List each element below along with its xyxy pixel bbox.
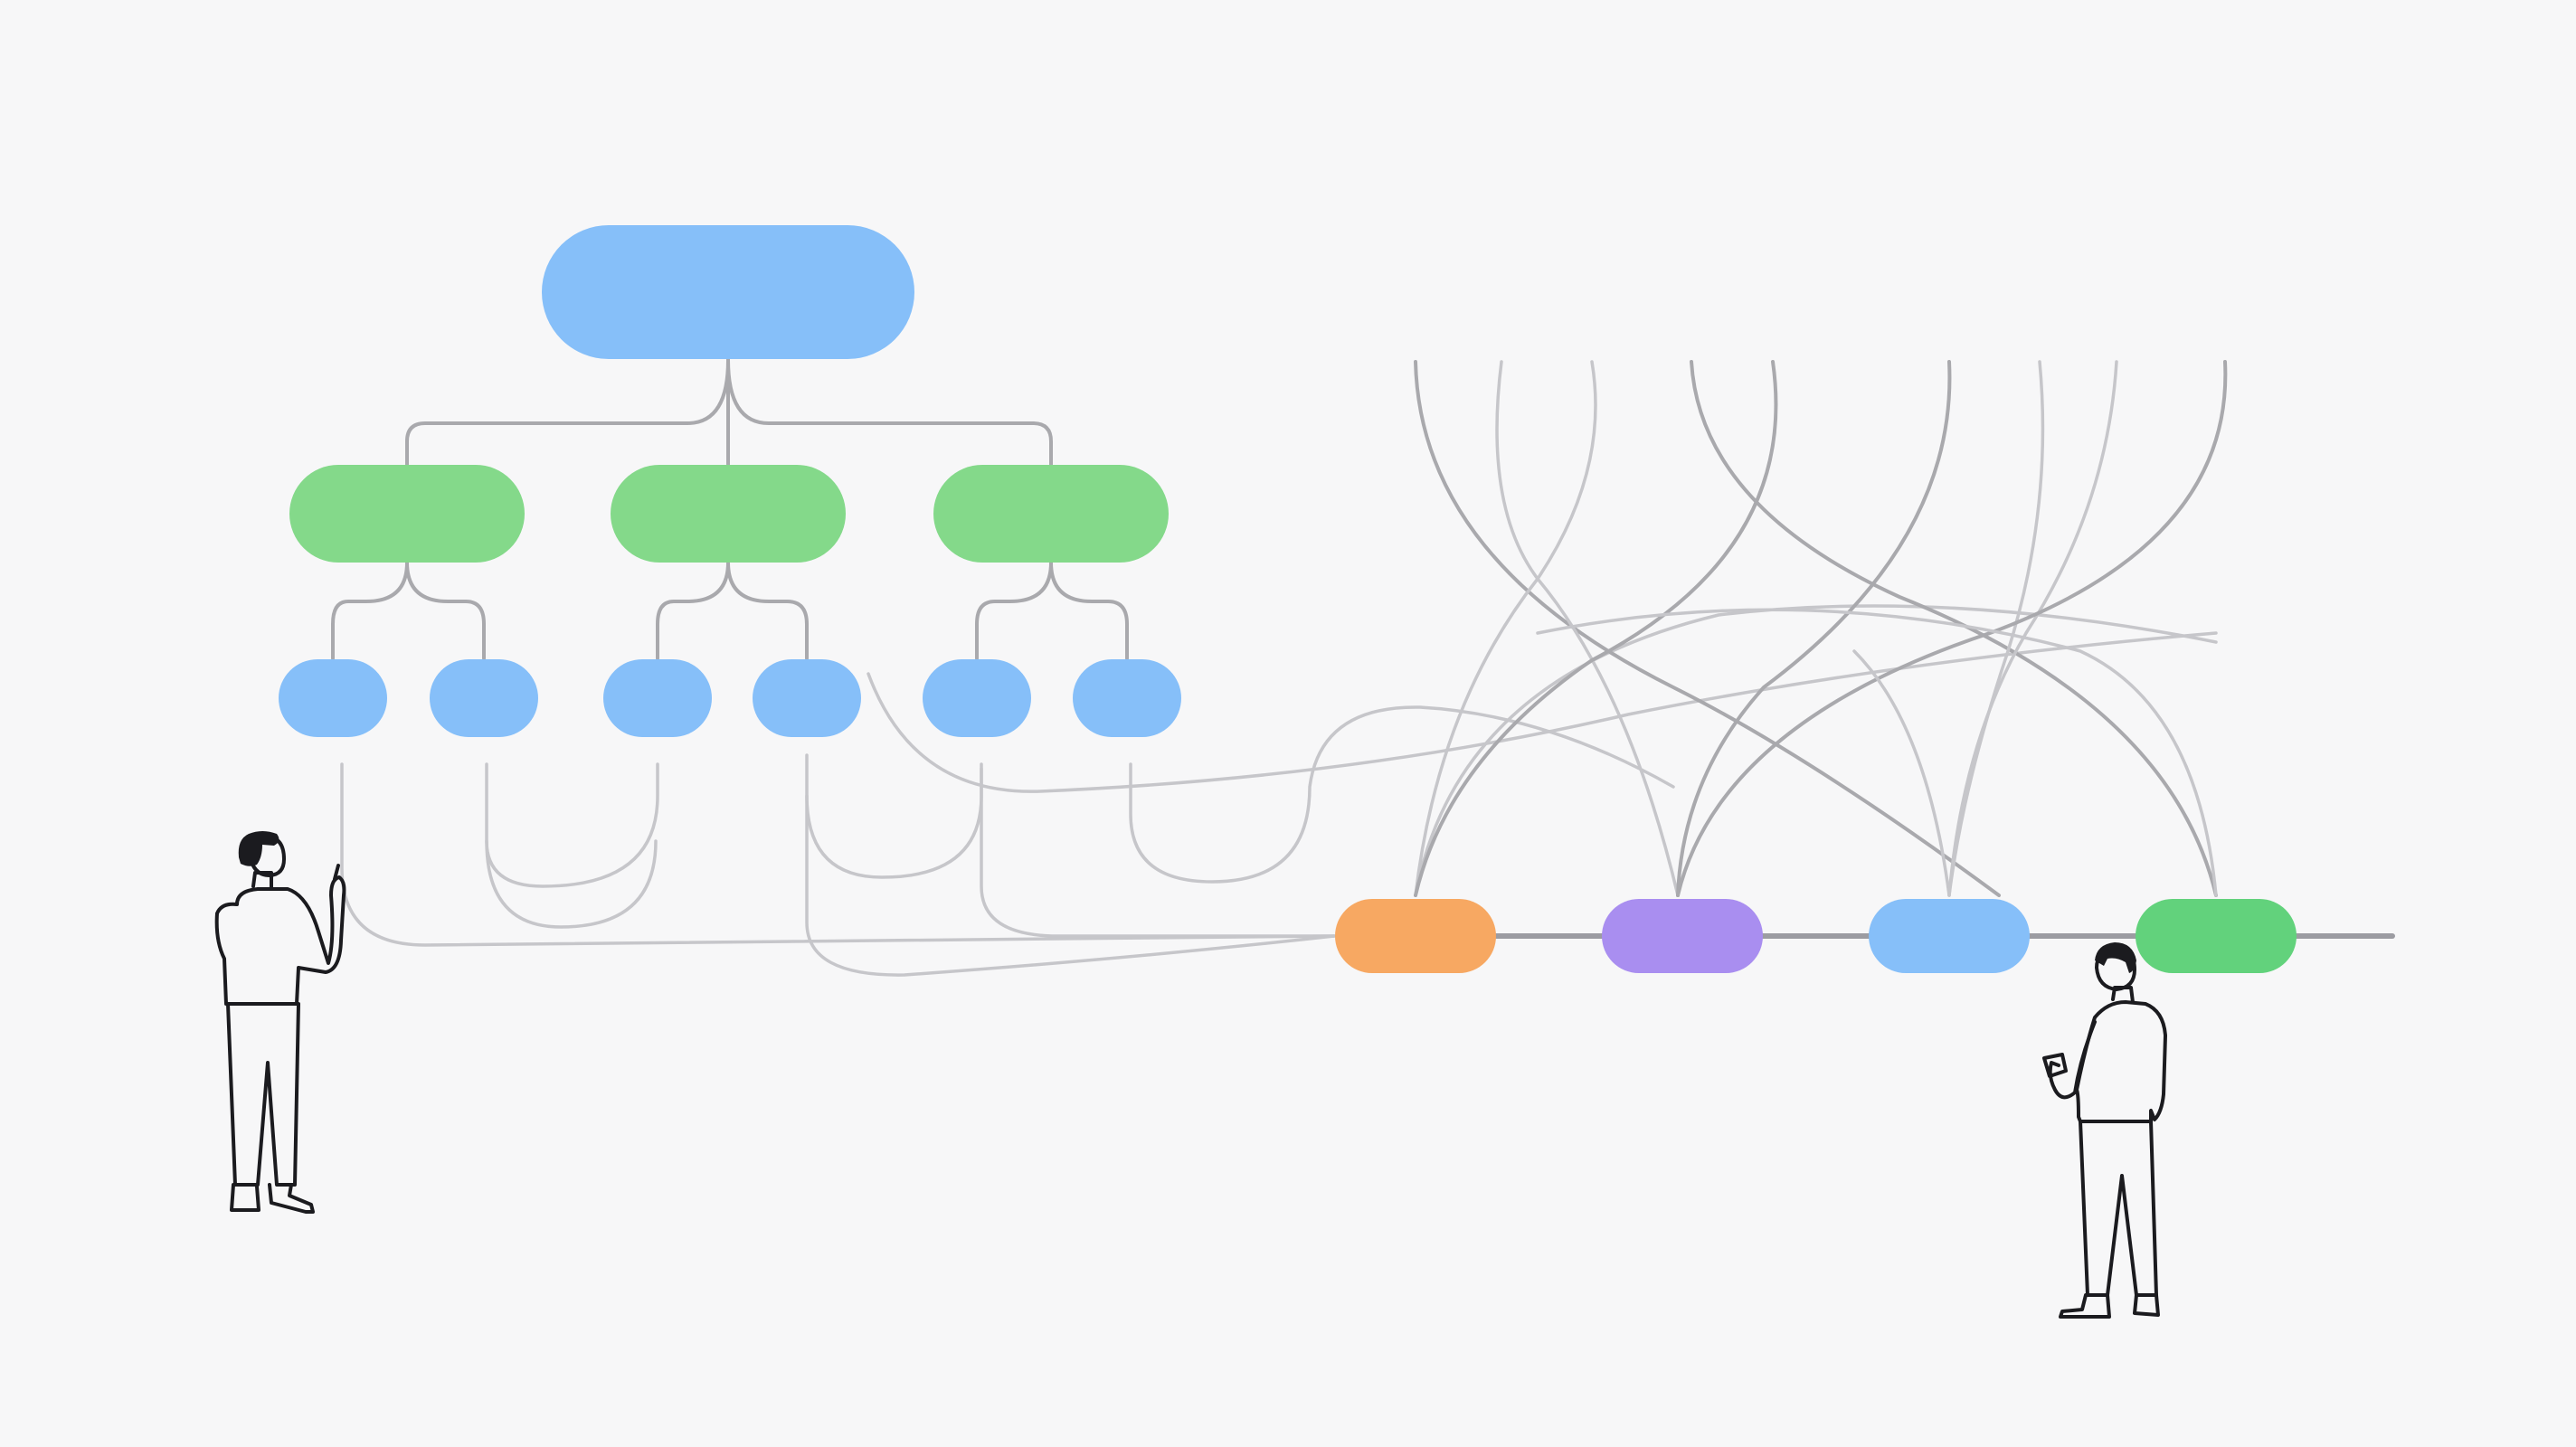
root-node xyxy=(542,225,914,359)
branch-node-1 xyxy=(289,465,525,563)
timeline-node-1 xyxy=(1335,899,1496,973)
diagram-nodes xyxy=(279,225,2297,973)
branch3-to-leaf1 xyxy=(975,561,1053,660)
branch2-to-leaf1 xyxy=(656,561,730,660)
tree-connectors xyxy=(331,358,1129,660)
branch3-to-leaf2 xyxy=(1049,561,1129,660)
root-to-branch-left xyxy=(405,358,730,468)
person-observing-head xyxy=(2095,942,2136,991)
person-observing-shoes xyxy=(2059,1293,2160,1319)
person-pointing-shoes xyxy=(230,1183,315,1214)
person-observing-hair xyxy=(2095,942,2136,973)
overhead-curve xyxy=(1676,360,2228,897)
branch-node-2 xyxy=(611,465,846,563)
branch-node-3 xyxy=(933,465,1169,563)
leaf-node-2-2 xyxy=(753,659,861,737)
flow-curve xyxy=(485,762,659,888)
flow-curve xyxy=(805,762,983,879)
leaf-node-1-2 xyxy=(430,659,538,737)
timeline-node-4 xyxy=(2136,899,2297,973)
person-observing-shirt xyxy=(2075,1000,2167,1123)
leaf-node-3-2 xyxy=(1073,659,1181,737)
root-to-branch-right xyxy=(726,358,1053,468)
person-pointing-hair xyxy=(238,831,279,866)
person-pointing-head xyxy=(238,831,286,877)
flow-curve xyxy=(980,767,1336,938)
person-pointing-finger xyxy=(333,864,340,881)
person-pointing-shirt xyxy=(214,875,346,1006)
branch1-to-leaf2 xyxy=(405,561,486,660)
branch1-to-leaf1 xyxy=(331,561,409,660)
person-observing-figure xyxy=(2042,942,2167,1319)
overhead-connections xyxy=(1414,360,2228,897)
overhead-curve xyxy=(1690,360,2218,897)
flow-curve xyxy=(805,753,1336,977)
branch2-to-leaf2 xyxy=(726,561,809,660)
person-pointing-figure xyxy=(214,831,346,1214)
overhead-curve xyxy=(1414,360,2001,897)
flow-curve xyxy=(340,762,1336,947)
overhead-curve xyxy=(1852,649,1951,897)
timeline-node-3 xyxy=(1869,899,2030,973)
leaf-node-1-1 xyxy=(279,659,387,737)
overhead-curve xyxy=(1536,608,2218,897)
person-pointing-pants xyxy=(226,1002,300,1187)
overhead-curve xyxy=(1414,360,1778,897)
person-observing-cup-icon xyxy=(2042,1053,2068,1078)
overhead-curve xyxy=(1947,360,2045,897)
overhead-curve xyxy=(1676,360,1952,897)
overhead-curve xyxy=(1947,360,2118,897)
person-observing-pants xyxy=(2079,1120,2158,1297)
overhead-curve xyxy=(1414,360,1597,897)
overhead-curve xyxy=(1495,360,1680,897)
leaf-node-2-1 xyxy=(603,659,712,737)
flow-curve xyxy=(485,839,658,929)
flow-curve xyxy=(1414,604,2218,897)
person-observing-arm xyxy=(2048,1020,2097,1100)
timeline-node-2 xyxy=(1602,899,1763,973)
leaf-node-3-1 xyxy=(923,659,1031,737)
flow-curve xyxy=(1129,705,1675,884)
